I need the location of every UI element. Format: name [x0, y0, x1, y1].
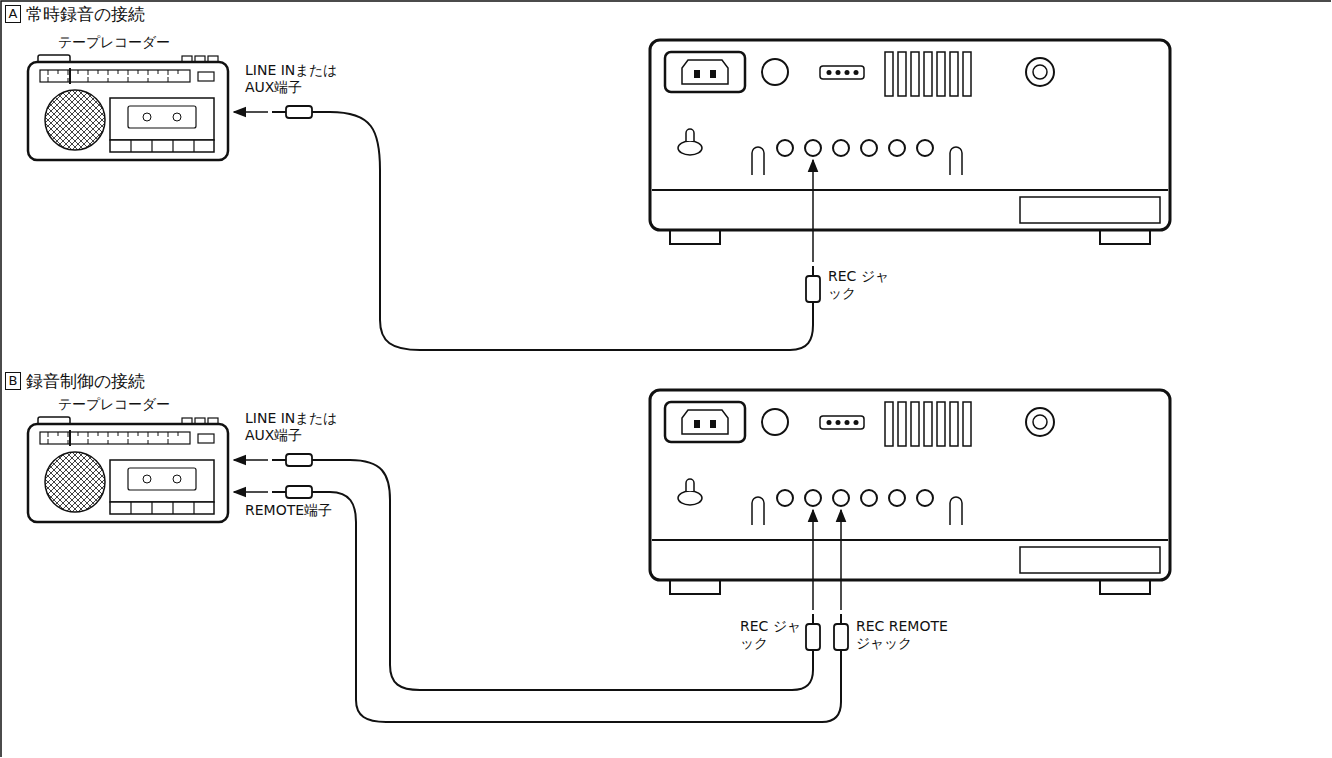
arrow	[234, 111, 268, 113]
arrow	[234, 491, 268, 493]
terminal-name: LINE INまたは AUX端子	[245, 62, 363, 96]
arrow	[812, 160, 814, 262]
tape-recorder	[28, 417, 228, 522]
transceiver-rear	[650, 390, 1170, 594]
panel-letter: B	[5, 372, 21, 390]
plug	[806, 614, 820, 650]
arrow	[234, 459, 268, 461]
plug	[272, 454, 312, 466]
panel-heading: 常時録音の接続	[26, 4, 145, 24]
cable	[312, 460, 813, 690]
device-name: テープレコーダー	[58, 396, 218, 413]
plug	[834, 614, 848, 650]
arrow	[812, 510, 814, 610]
cable	[312, 112, 813, 350]
jack-name: REC ジャック	[828, 268, 890, 302]
jack-name: REC REMOTE ジャック	[856, 618, 960, 652]
tape-recorder	[28, 55, 228, 160]
plug	[806, 266, 820, 302]
cable	[312, 492, 841, 722]
transceiver-rear	[650, 40, 1170, 244]
terminal-name: LINE INまたは AUX端子	[245, 410, 363, 444]
arrow	[840, 510, 842, 610]
device-name: テープレコーダー	[58, 34, 170, 51]
plug	[272, 486, 312, 498]
panel-heading: 録音制御の接続	[26, 371, 145, 391]
plug	[272, 106, 312, 118]
terminal-name: REMOTE端子	[245, 502, 332, 519]
jack-name: REC ジャック	[740, 618, 802, 652]
panel-letter: A	[5, 5, 21, 23]
